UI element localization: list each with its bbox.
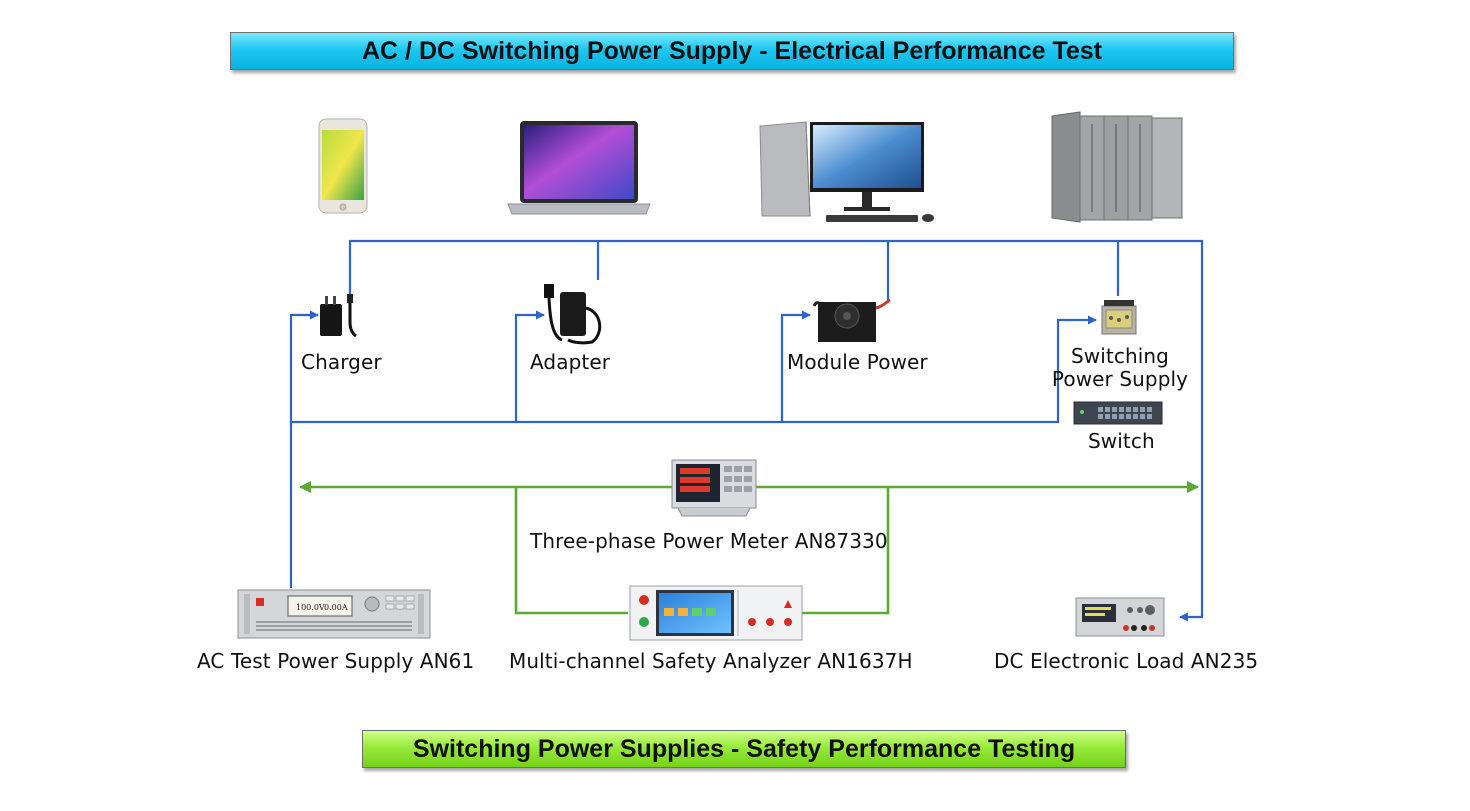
ac-input-bus-wire [289,315,1097,588]
switch-label: Switch [1088,429,1155,453]
electrical-performance-banner: AC / DC Switching Power Supply - Electri… [230,32,1234,70]
module-power-icon [812,298,891,342]
power-meter-icon [671,459,757,517]
desktop-computer-icon [759,121,934,222]
ac-power-supply-label: AC Test Power Supply AN61 [197,649,475,673]
module-input-wire [780,310,811,422]
adapter-input-wire [514,310,545,422]
dc-load-icon [1075,597,1165,637]
adapter-icon [544,284,602,345]
module-power-label: Module Power [787,350,928,374]
safety-analyzer-label: Multi-channel Safety Analyzer AN1637H [509,649,913,673]
switching-power-supply-label-line2: Power Supply [1051,367,1189,391]
laptop-icon [507,121,651,215]
safety-performance-banner: Switching Power Supplies - Safety Perfor… [362,730,1126,768]
ac-power-supply-icon: 100.0V 0.00A [237,589,431,639]
charger-input-wire [289,310,319,422]
network-switch-icon [1073,401,1163,425]
charger-icon [320,294,357,338]
switching-power-supply-icon [1101,300,1137,335]
output-bus-wire [348,239,1204,622]
adapter-label: Adapter [530,350,611,374]
switching-power-supply-label-line1: Switching [1071,344,1169,368]
dc-load-label: DC Electronic Load AN235 [994,649,1259,673]
charger-label: Charger [301,350,382,374]
smartphone-icon [318,118,368,214]
power-meter-label: Three-phase Power Meter AN87330 [530,529,888,553]
svg-text:0.00A: 0.00A [324,603,348,612]
safety-analyzer-icon [629,585,803,641]
switching-power-supply-label: Switching Power Supply [1050,344,1190,391]
svg-text:100.0V: 100.0V [296,603,325,612]
server-rack-icon [1051,111,1183,223]
